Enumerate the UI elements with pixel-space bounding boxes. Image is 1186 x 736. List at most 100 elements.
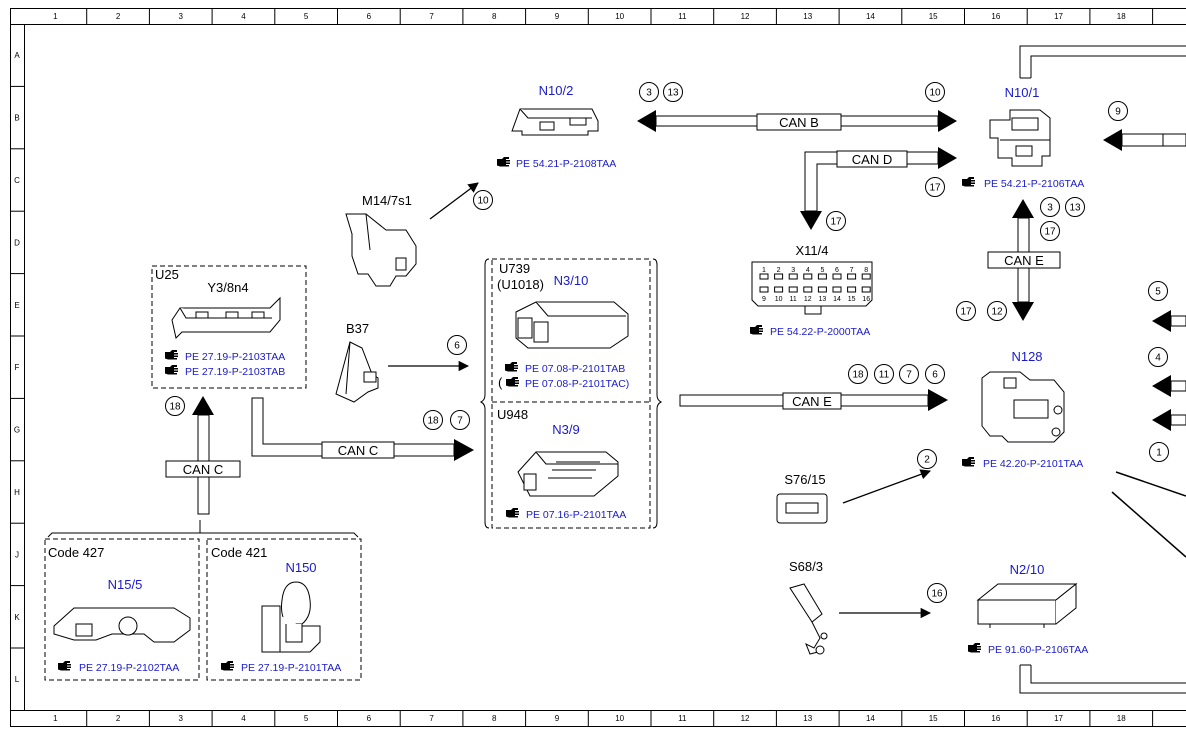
callout-number: 6 <box>932 370 938 381</box>
can-e-horizontal-bus: CAN E <box>679 389 948 411</box>
u739-u948-group[interactable]: U739 (U1018) N3/10 PE 07.08-P-2101TAB ( … <box>479 258 663 529</box>
n128-label: N128 <box>1011 349 1042 364</box>
can-c-vertical-bus: CAN C <box>165 396 241 515</box>
pointing-hand-icon <box>750 325 763 335</box>
callout-number: 5 <box>1155 287 1161 298</box>
callout-circle <box>1040 221 1060 241</box>
x11-pin-number: 8 <box>864 267 868 274</box>
grid-column-label: 10 <box>615 12 624 21</box>
pointing-hand-icon <box>506 377 519 387</box>
callout-circle <box>165 396 185 416</box>
x11-pin-number: 10 <box>775 296 783 303</box>
n3-10-label: N3/10 <box>554 273 589 288</box>
grid-row-label: H <box>14 488 20 497</box>
x11-pin <box>847 286 857 293</box>
n2-10-module[interactable]: N2/10 PE 91.60-P-2106TAA <box>968 562 1088 656</box>
s68-3-switch[interactable]: S68/3 <box>789 559 828 655</box>
x11-4-label: X11/4 <box>795 243 828 258</box>
grid-column-label: 2 <box>116 714 121 723</box>
u25-group[interactable]: U25 Y3/8n4 PE 27.19-P-2103TAA PE 27.19-P… <box>151 265 307 389</box>
grid-column-label: 17 <box>1054 714 1063 723</box>
x11-pin <box>832 286 842 293</box>
pointing-hand-icon <box>505 362 518 372</box>
x11-pin <box>759 286 769 293</box>
callout-circle <box>925 82 945 102</box>
x11-pin <box>788 273 798 280</box>
x11-pin <box>832 273 842 280</box>
n10-1-label: N10/1 <box>1005 85 1040 100</box>
x11-pin-number: 14 <box>833 296 841 303</box>
grid-column-label: 11 <box>678 714 687 723</box>
n10-2-ref[interactable]: PE 54.21-P-2108TAA <box>516 158 616 170</box>
grid-column-label: 12 <box>741 12 750 21</box>
n10-1-module[interactable]: N10/1 PE 54.21-P-2106TAA <box>962 85 1084 190</box>
right-edge-buses <box>1019 45 1186 694</box>
x11-pin-number: 9 <box>762 296 766 303</box>
can-c-horizontal-bus: CAN C <box>251 397 474 461</box>
callout-number: 16 <box>931 589 943 600</box>
pointing-hand-icon <box>497 157 510 167</box>
n10-1-ref[interactable]: PE 54.21-P-2106TAA <box>984 178 1084 190</box>
n2-10-label: N2/10 <box>1010 562 1045 577</box>
u25-ref-1[interactable]: PE 27.19-P-2103TAA <box>185 351 285 363</box>
n3-9-ref[interactable]: PE 07.16-P-2101TAA <box>526 509 626 521</box>
grid-column-label: 4 <box>241 714 246 723</box>
n128-module[interactable]: N128 PE 42.20-P-2101TAA <box>962 349 1083 470</box>
callout-circle <box>927 583 947 603</box>
grid-column-label: 5 <box>304 714 309 723</box>
u25-ref-2[interactable]: PE 27.19-P-2103TAB <box>185 366 285 378</box>
grid-column-label: 4 <box>241 12 246 21</box>
grid-column-label: 9 <box>555 12 560 21</box>
grid-column-label: 15 <box>929 12 938 21</box>
m14-7s1-drawing <box>345 213 417 287</box>
grid-row-label: A <box>14 51 20 60</box>
grid-column-label: 6 <box>367 12 372 21</box>
callout-number: 3 <box>646 88 652 99</box>
grid-column-label: 3 <box>179 714 184 723</box>
callout-number: 9 <box>1115 107 1121 118</box>
x11-pin-number: 4 <box>806 267 810 274</box>
grid-column-label: 6 <box>367 714 372 723</box>
u1018-label: (U1018) <box>497 277 544 292</box>
x11-4-tab <box>804 305 822 315</box>
callout-number: 7 <box>457 416 463 427</box>
m14-7s1-switch[interactable]: M14/7s1 <box>345 193 417 287</box>
grid-column-label: 16 <box>991 714 1000 723</box>
n150-ref[interactable]: PE 27.19-P-2101TAA <box>241 662 341 674</box>
n3-10-ref-2[interactable]: PE 07.08-P-2101TAC) <box>525 378 629 390</box>
n128-ref[interactable]: PE 42.20-P-2101TAA <box>983 458 1083 470</box>
n150-drawing <box>261 581 321 653</box>
s76-15-switch[interactable]: S76/15 <box>776 472 828 524</box>
b37-label: B37 <box>346 321 369 336</box>
n15-5-ref[interactable]: PE 27.19-P-2102TAA <box>79 662 179 674</box>
pointing-hand-icon <box>506 508 519 518</box>
grid-column-label: 14 <box>866 714 875 723</box>
callout-number: 1 <box>1156 448 1162 459</box>
x11-pin-number: 3 <box>791 267 795 274</box>
callout-number: 11 <box>879 370 890 381</box>
grid-column-label: 15 <box>929 714 938 723</box>
n2-10-ref[interactable]: PE 91.60-P-2106TAA <box>988 644 1088 656</box>
code-427-label: Code 427 <box>48 545 104 560</box>
n10-2-module[interactable]: N10/2 PE 54.21-P-2108TAA <box>497 83 616 170</box>
s68-3-label: S68/3 <box>789 559 823 574</box>
grid-row-label: G <box>14 426 20 435</box>
n3-10-drawing <box>515 301 629 349</box>
code-variant-group[interactable]: Code 427 N15/5 PE 27.19-P-2102TAA Code 4… <box>44 520 362 681</box>
n3-10-ref-1[interactable]: PE 07.08-P-2101TAB <box>525 363 625 375</box>
x11-pin <box>817 286 827 293</box>
x11-pin <box>774 273 784 280</box>
grid-row-label: J <box>15 550 19 559</box>
callout-number: 6 <box>454 341 460 352</box>
x11-pin <box>803 286 813 293</box>
grid-row-label: L <box>15 675 20 684</box>
grid-column-label: 2 <box>116 12 121 21</box>
b37-sensor[interactable]: B37 <box>335 321 379 403</box>
x11-4-ref[interactable]: PE 54.22-P-2000TAA <box>770 326 870 338</box>
grid-column-label: 11 <box>678 12 687 21</box>
u948-label: U948 <box>497 407 528 422</box>
n3-9-label: N3/9 <box>552 422 579 437</box>
callout-circle <box>1149 442 1169 462</box>
can-c-horizontal-label: CAN C <box>338 443 378 458</box>
